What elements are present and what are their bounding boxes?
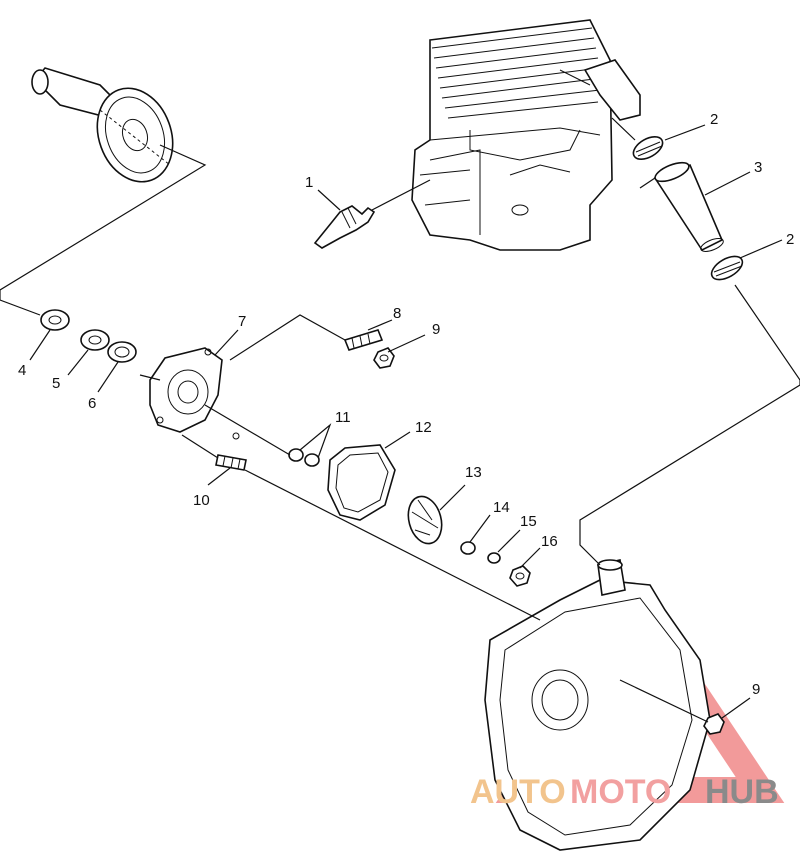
watermark-text: AUTO MOTO HUB xyxy=(470,773,779,811)
coolant-hose xyxy=(653,161,724,252)
o-rings-11 xyxy=(288,448,320,467)
callout-4: 4 xyxy=(18,362,26,379)
callout-14: 14 xyxy=(493,499,510,516)
callout-1: 1 xyxy=(305,174,313,191)
water-pump-housing xyxy=(149,347,240,440)
watermark-auto: AUTO xyxy=(470,773,566,811)
impeller xyxy=(407,495,443,545)
callout-2-upper: 2 xyxy=(710,111,718,128)
callout-12: 12 xyxy=(415,419,432,436)
hose-clamp-lower xyxy=(710,255,744,281)
spark-plug xyxy=(313,179,431,249)
drive-gear-shaft xyxy=(31,67,174,183)
callout-2-lower: 2 xyxy=(786,231,794,248)
callout-6: 6 xyxy=(88,395,96,412)
callout-8: 8 xyxy=(393,305,401,322)
clip-15 xyxy=(487,552,501,564)
callout-5: 5 xyxy=(52,375,60,392)
nut-9-upper xyxy=(373,347,395,369)
engine-cylinder-head xyxy=(411,19,641,251)
callout-9-lower: 9 xyxy=(752,681,760,698)
callout-16: 16 xyxy=(541,533,558,550)
callout-leaders xyxy=(29,124,783,719)
nut-16 xyxy=(509,565,531,587)
watermark-moto: MOTO xyxy=(570,773,671,811)
callout-10: 10 xyxy=(193,492,210,509)
bearing-6 xyxy=(107,341,137,363)
watermark-hub: HUB xyxy=(705,773,779,811)
crankcase-cover xyxy=(484,559,725,851)
callout-11: 11 xyxy=(335,409,351,426)
pump-gasket xyxy=(327,444,396,521)
assembly-lines xyxy=(0,117,800,723)
bearing-4 xyxy=(40,309,70,331)
washer-14 xyxy=(460,541,476,555)
seal-5 xyxy=(80,329,110,351)
callout-9-upper: 9 xyxy=(432,321,440,338)
hose-clamp-upper xyxy=(632,136,664,160)
callout-13: 13 xyxy=(465,464,482,481)
callout-15: 15 xyxy=(520,513,537,530)
stud-8 xyxy=(343,329,384,351)
callout-3: 3 xyxy=(754,159,762,176)
callout-7: 7 xyxy=(238,313,246,330)
stud-10 xyxy=(215,454,247,471)
